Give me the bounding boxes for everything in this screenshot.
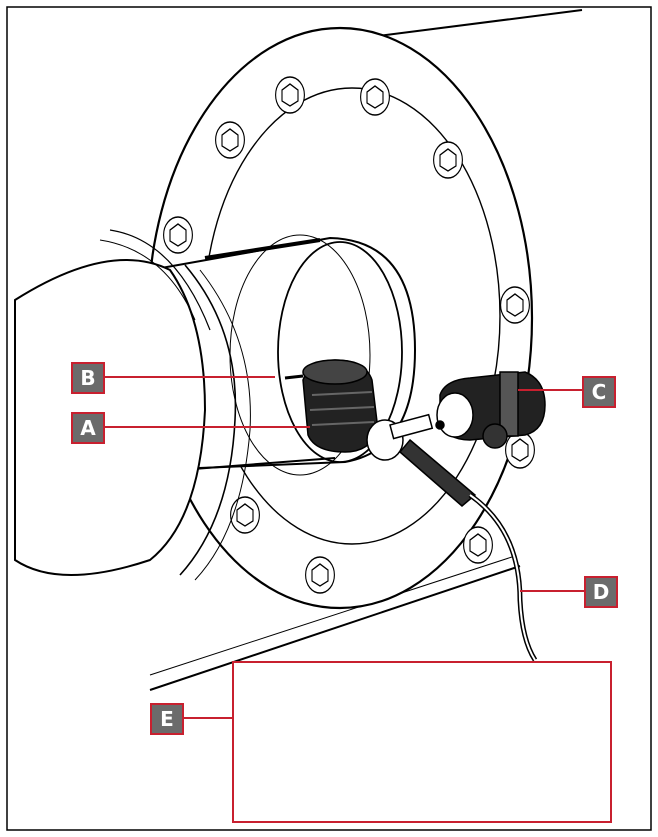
flange-bolt [163, 216, 193, 254]
leader-line-a [103, 426, 310, 428]
callout-e: E [150, 703, 184, 735]
device-center-maker: PRÜFTECHNIK [420, 797, 462, 804]
flange-bolt [305, 556, 335, 594]
leader-line-b [103, 376, 275, 378]
flange-bolt [215, 121, 245, 159]
flange-bolt [433, 141, 463, 179]
flange-bolt [500, 286, 530, 324]
callout-a: A [71, 412, 105, 444]
flange-bolts [163, 76, 535, 594]
flange-bolt [505, 431, 535, 469]
flange-bolt [463, 526, 493, 564]
devices-panel: VIBXpert PRÜFTECHNIK VIBXpert II [232, 661, 612, 823]
callout-c: C [582, 376, 616, 408]
sensor-head-a [302, 359, 379, 453]
leader-line-c [518, 389, 584, 391]
flange-bolt [275, 76, 305, 114]
flange-bolt [360, 78, 390, 116]
callout-d: D [584, 576, 618, 608]
device-right-brand: VIBXpert II [506, 687, 549, 696]
leader-line-d [520, 590, 586, 592]
leader-line-e [182, 717, 234, 719]
sensor-cable [468, 492, 538, 662]
sensor-bracket [366, 413, 477, 507]
frame-border [6, 6, 652, 831]
flange-bolt [230, 496, 260, 534]
device-center-brand: VIBXpert [334, 796, 374, 806]
coupling-left [14, 229, 251, 581]
callout-b: B [71, 362, 105, 394]
